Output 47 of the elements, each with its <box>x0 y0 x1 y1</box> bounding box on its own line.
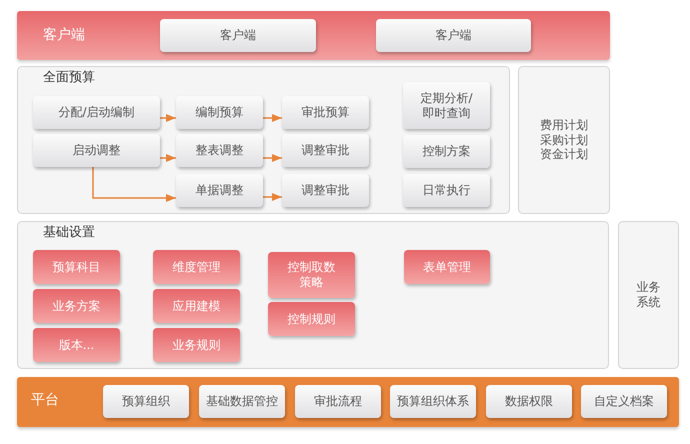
panel-title: 基础设置 <box>43 225 95 241</box>
platform-box: 审批流程 <box>295 385 381 418</box>
setting-box: 业务方案 <box>33 289 120 323</box>
band-title: 平台 <box>31 392 59 409</box>
setting-box: 预算科目 <box>33 250 120 284</box>
arrow <box>263 154 282 162</box>
setting-box: 版本... <box>33 328 120 362</box>
platform-box: 数据权限 <box>486 385 572 418</box>
platform-box: 预算组织体系 <box>390 385 476 418</box>
process-box: 单据调整 <box>176 174 263 207</box>
panel-title: 全面预算 <box>43 70 95 86</box>
platform-box: 预算组织 <box>103 385 189 418</box>
process-box: 审批预算 <box>282 96 369 129</box>
plan-item: 费用计划 <box>540 118 588 133</box>
arrow <box>160 154 176 162</box>
plan-item: 采购计划 <box>540 132 588 148</box>
platform-band <box>17 377 679 427</box>
arrow <box>92 167 176 202</box>
platform-box: 基础数据管控 <box>199 385 285 418</box>
function-box: 定期分析/即时查询 <box>403 82 490 129</box>
budget-panel <box>17 66 510 214</box>
setting-box: 控制取数策略 <box>268 252 355 298</box>
settings-panel <box>17 221 609 369</box>
setting-box: 表单管理 <box>404 250 490 284</box>
process-box: 启动调整 <box>33 134 160 167</box>
setting-box: 应用建模 <box>153 289 240 323</box>
arrow <box>160 114 176 122</box>
band-title: 客户端 <box>43 27 85 44</box>
process-box: 调整审批 <box>282 134 369 167</box>
plan-panel <box>518 66 610 214</box>
process-box: 分配/启动编制 <box>33 96 160 129</box>
system-box: 业务系统 <box>618 221 679 369</box>
plan-item: 资金计划 <box>540 147 588 162</box>
function-box: 日常执行 <box>403 174 490 207</box>
setting-box: 维度管理 <box>153 250 240 284</box>
arrow <box>263 193 282 201</box>
setting-box: 业务规则 <box>153 328 240 362</box>
platform-box: 自定义档案 <box>581 385 667 418</box>
client-box: 客户端 <box>376 19 531 52</box>
process-box: 调整审批 <box>282 174 369 207</box>
arrow <box>263 114 282 122</box>
client-box: 客户端 <box>160 19 316 52</box>
setting-box: 控制规则 <box>268 302 355 336</box>
process-box: 编制预算 <box>176 96 263 129</box>
client-layer-band <box>17 11 610 60</box>
process-box: 整表调整 <box>176 134 263 167</box>
function-box: 控制方案 <box>403 135 490 168</box>
